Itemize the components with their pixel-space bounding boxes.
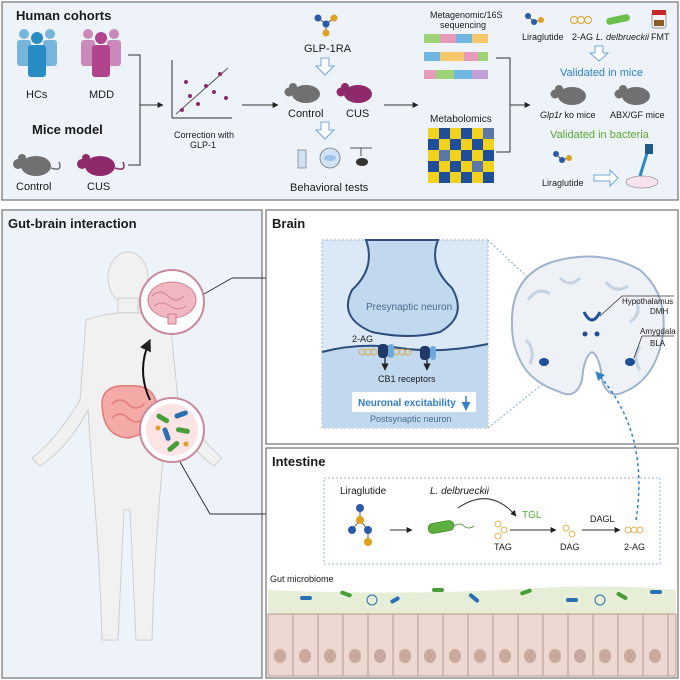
dag-label: DAG: [560, 542, 580, 552]
glp1ra-down-arrow: [314, 57, 336, 76]
glp1r-mouse-icon: [550, 85, 586, 105]
mucus-layer: [268, 586, 676, 614]
intestine-two-ag-molecule-icon: [624, 526, 644, 534]
control-mouse-mid-icon: [284, 83, 320, 103]
control-mid-label: Control: [288, 108, 323, 120]
glp1r-gene-label: Glp1r: [540, 110, 563, 120]
dag-molecule-icon: [562, 524, 576, 538]
two-ag-top-label: 2-AG: [572, 32, 593, 42]
validated-mice-arrow: [588, 45, 610, 62]
behavioral-down-arrow: [314, 121, 336, 140]
tag-molecule-icon: [494, 520, 508, 540]
fmt-tube-icon: [651, 10, 667, 29]
cus-left-label: CUS: [87, 181, 110, 193]
microbiome-bacteria-layer: [300, 588, 662, 606]
epithelial-nuclei: [274, 649, 661, 663]
intestine-title: Intestine: [272, 454, 325, 469]
liraglutide-top-label: Liraglutide: [522, 32, 564, 42]
tag-label: TAG: [494, 542, 512, 552]
intestine-liraglutide-label: Liraglutide: [340, 486, 387, 497]
gut-brain-title: Gut-brain interaction: [8, 216, 137, 231]
microbiome-bacteria-icon: [155, 410, 190, 452]
ldelbrueckii-bacterium-icon: [427, 520, 475, 534]
correction-label-2: GLP-1: [190, 140, 216, 150]
sequencing-bars-icon: [424, 34, 488, 79]
brain-leader-line: [203, 277, 233, 295]
petri-dish-pipette-icon: [625, 144, 659, 189]
mdd-people-icon: [81, 29, 121, 77]
hcs-people-icon: [17, 29, 57, 77]
behavioral-tests-icon: [297, 147, 372, 169]
mice-model-title: Mice model: [32, 122, 103, 137]
metagenomic-label-2: sequencing: [440, 20, 486, 30]
intestine-liraglutide-molecule: [348, 504, 372, 546]
hypothalamus-leader: [599, 295, 623, 317]
bla-label: BLA: [650, 339, 666, 348]
cus-mid-label: CUS: [346, 108, 369, 120]
postsynaptic-membrane-line: [321, 343, 489, 353]
presynaptic-terminal: [347, 239, 459, 337]
amygdala-leader: [633, 335, 643, 359]
glp1ra-molecule-icon: [314, 14, 338, 37]
behavioral-tests-label: Behavioral tests: [290, 182, 369, 194]
brain-icon: [147, 281, 197, 325]
two-ag-to-brain-arrow: [595, 371, 640, 521]
control-mouse-icon: [13, 154, 61, 176]
ldelbrueckii-top-label: L. delbrueckii: [596, 32, 650, 42]
intestine-leader-line: [179, 461, 272, 515]
glp1r-ko-suffix: ko mice: [562, 110, 596, 120]
amygdala-label: Amygdala: [640, 327, 676, 336]
glp1ra-label: GLP-1RA: [304, 43, 352, 55]
liraglutide-bottom-label: Liraglutide: [542, 178, 584, 188]
excitability-label: Neuronal excitability: [358, 398, 456, 409]
brain-title: Brain: [272, 216, 305, 231]
dagl-label: DAGL: [590, 514, 615, 524]
human-cohorts-title: Human cohorts: [16, 8, 111, 23]
presynaptic-label: Presynaptic neuron: [366, 302, 452, 313]
epithelium-layer: [267, 613, 677, 677]
mdd-label: MDD: [89, 89, 114, 101]
fmt-label: FMT: [651, 32, 670, 42]
validated-bacteria-label: Validated in bacteria: [550, 129, 650, 141]
dmh-label: DMH: [650, 307, 668, 316]
bracket-connector: [128, 54, 164, 166]
brain-two-ag-label: 2-AG: [352, 334, 373, 344]
validated-mice-label: Validated in mice: [560, 67, 643, 79]
hcs-label: HCs: [26, 89, 48, 101]
cus-mouse-mid-icon: [336, 83, 372, 103]
abx-mouse-icon: [614, 85, 650, 105]
epithelial-cells: [292, 614, 669, 676]
intestine-two-ag-label: 2-AG: [624, 542, 645, 552]
bacteria-arrow: [593, 168, 619, 188]
gut-microbiome-label: Gut microbiome: [270, 574, 334, 584]
right-bracket-connector: [496, 57, 531, 153]
correction-label-1: Correction with: [174, 130, 234, 140]
two-ag-molecule-icon: [570, 16, 592, 24]
excitability-box: [352, 392, 476, 412]
postsynaptic-label: Postsynaptic neuron: [370, 414, 452, 424]
bacteria-icon: [606, 14, 630, 25]
intestine-ldelbrueckii-label: L. delbrueckii: [430, 486, 490, 497]
gut-to-brain-arrow: [139, 338, 151, 401]
metagenomic-label-1: Metagenomic/16S: [430, 10, 503, 20]
cb1-receptor-icon: [378, 344, 436, 360]
glp1r-ko-label: Glp1r ko mice: [540, 110, 596, 120]
pathway-box: [323, 477, 661, 565]
metabolomics-label: Metabolomics: [430, 114, 492, 125]
bacteria-to-tgl-arrow: [457, 498, 517, 517]
metabolomics-heatmap-icon: [428, 128, 494, 183]
correlation-scatter-icon: [171, 60, 232, 119]
liraglutide-bottom-molecule-icon: [553, 151, 572, 163]
cus-mouse-icon: [77, 154, 125, 176]
hypothalamus-label: Hypothalamus: [622, 297, 673, 306]
cb1-label: CB1 receptors: [378, 374, 436, 384]
brain-section-icon: [510, 255, 665, 396]
liraglutide-molecule-icon: [525, 13, 544, 25]
tgl-label: TGL: [522, 510, 542, 521]
abx-gf-label: ABX/GF mice: [610, 110, 665, 120]
control-left-label: Control: [16, 181, 51, 193]
